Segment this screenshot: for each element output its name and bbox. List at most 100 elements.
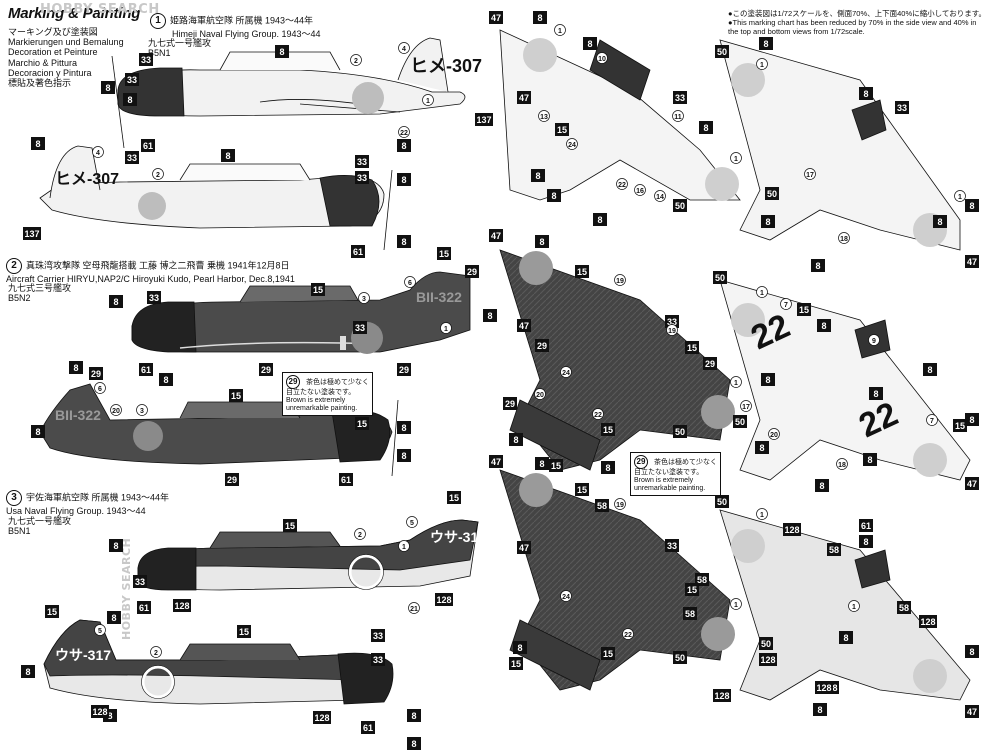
callout-number: 33 bbox=[373, 655, 383, 665]
callout-box bbox=[259, 363, 273, 376]
callout-number: 8 bbox=[35, 139, 40, 149]
callout-box bbox=[897, 601, 911, 614]
callout-number: 33 bbox=[141, 55, 151, 65]
callout-label-plan2_top-5: 33 bbox=[665, 315, 679, 328]
callout-number: 2 bbox=[354, 58, 358, 65]
callout-box bbox=[489, 455, 503, 468]
callout-number: 50 bbox=[717, 47, 727, 57]
translation-zh: 標貼及著色指示 bbox=[8, 78, 72, 89]
callout-circle bbox=[94, 624, 106, 636]
hinomaru-roundel bbox=[731, 63, 765, 97]
hinomaru-roundel bbox=[731, 303, 765, 337]
callout-box bbox=[229, 389, 243, 402]
callout-label-plan3_bot-4: 8 bbox=[859, 535, 873, 548]
callout-number: 4 bbox=[402, 46, 406, 53]
callout-number: 1 bbox=[426, 98, 430, 105]
callout-label-s1_bot-1: 4 bbox=[92, 146, 104, 158]
callout-label-plan2_bot-19: 8 bbox=[815, 479, 829, 492]
callout-number: 1 bbox=[734, 380, 738, 387]
callout-number: 20 bbox=[770, 432, 778, 439]
callout-label-plan3_top-13: 15 bbox=[601, 647, 615, 660]
callout-circle bbox=[622, 628, 634, 640]
callout-label-s2_bot-1: 6 bbox=[94, 382, 106, 394]
callout-box bbox=[311, 283, 325, 296]
callout-number: 33 bbox=[667, 317, 677, 327]
callout-circle bbox=[614, 498, 626, 510]
callout-label-s2_top-7: 8 bbox=[483, 309, 497, 322]
callout-box bbox=[109, 539, 123, 552]
callout-number: 8 bbox=[401, 141, 406, 151]
callout-number: 8 bbox=[551, 191, 556, 201]
callout-label-plan2_top-1: 8 bbox=[535, 235, 549, 248]
scheme-2-profile-right bbox=[39, 383, 399, 477]
callout-number: 33 bbox=[355, 323, 365, 333]
scheme-3-type: 九七式一号艦攻 B5N1 bbox=[8, 516, 71, 536]
callout-label-plan2_bot-13: 18 bbox=[836, 458, 848, 470]
callout-number: 21 bbox=[410, 606, 418, 613]
callout-number: 3 bbox=[362, 296, 366, 303]
tail-code-2-left: BII-322 bbox=[416, 289, 462, 305]
callout-number: 22 bbox=[400, 130, 408, 137]
callout-label-plan2_top-13: 20 bbox=[534, 388, 546, 400]
brown-note-number-2: 29 bbox=[634, 455, 648, 469]
callout-box bbox=[713, 271, 727, 284]
callout-label-plan3_top-16: 50 bbox=[673, 651, 687, 664]
callout-circle bbox=[406, 516, 418, 528]
callout-number: 8 bbox=[765, 217, 770, 227]
callout-circle bbox=[534, 388, 546, 400]
callout-label-plan3_top-7: 24 bbox=[560, 590, 572, 602]
callout-number: 15 bbox=[577, 485, 587, 495]
callout-number: 9 bbox=[872, 338, 876, 345]
callout-box bbox=[695, 573, 709, 586]
callout-number: 11 bbox=[674, 114, 682, 121]
callout-box bbox=[575, 483, 589, 496]
callout-number: 33 bbox=[135, 577, 145, 587]
callout-label-plan1_bot-5: 17 bbox=[804, 168, 816, 180]
scale-note: ●この塗装図は1/72スケールを、側面70%、上下面40%に縮小しております。 … bbox=[728, 9, 986, 36]
callout-number: 8 bbox=[487, 311, 492, 321]
callout-label-s2_top-6: 29 bbox=[465, 265, 479, 278]
callout-number: 58 bbox=[685, 609, 695, 619]
callout-circle bbox=[398, 126, 410, 138]
callout-label-plan1_top-11: 8 bbox=[699, 121, 713, 134]
tail-code-1-right: ヒメ-307 bbox=[55, 171, 119, 188]
scheme-2-profile-left bbox=[131, 271, 471, 353]
callout-box bbox=[125, 73, 139, 86]
callout-label-plan1_bot-0: 50 bbox=[715, 45, 729, 58]
callout-box bbox=[31, 137, 45, 150]
hinomaru-roundel bbox=[731, 529, 765, 563]
callout-number: 8 bbox=[819, 481, 824, 491]
callout-circle bbox=[92, 146, 104, 158]
callout-circle bbox=[868, 334, 880, 346]
callout-number: 128 bbox=[784, 525, 799, 535]
callout-number: 19 bbox=[668, 328, 676, 335]
hinomaru-roundel bbox=[519, 251, 553, 285]
callout-label-s2_bot-2: 20 bbox=[110, 404, 122, 416]
callout-box bbox=[699, 121, 713, 134]
callout-box bbox=[685, 341, 699, 354]
callout-box bbox=[513, 641, 527, 654]
scheme-3-jp: 宇佐海軍航空隊 所属機 1943～44年 bbox=[26, 492, 170, 503]
callout-box bbox=[483, 309, 497, 322]
brown-note-box-2: 29 茶色は極めて少なく 目立たない塗装です。 Brown is extreme… bbox=[630, 452, 721, 496]
callout-circle bbox=[756, 286, 768, 298]
brown-note-jp-1: 茶色は極めて少なく bbox=[305, 378, 369, 386]
translation-fr: Decoration et Peinture bbox=[8, 47, 98, 58]
callout-number: 8 bbox=[107, 711, 112, 721]
callout-circle bbox=[408, 602, 420, 614]
callout-number: 2 bbox=[154, 650, 158, 657]
callout-number: 8 bbox=[759, 443, 764, 453]
callout-number: 15 bbox=[313, 285, 323, 295]
callout-label-plan1_top-0: 47 bbox=[489, 11, 503, 24]
hinomaru-roundel bbox=[352, 82, 384, 114]
callout-box bbox=[815, 479, 829, 492]
callout-label-s2_bot-8: 8 bbox=[397, 421, 411, 434]
callout-box bbox=[517, 541, 531, 554]
scheme-3-profile-left bbox=[137, 519, 479, 591]
callout-number: 61 bbox=[139, 603, 149, 613]
callout-number: 8 bbox=[25, 667, 30, 677]
callout-label-s3_top-9: 21 bbox=[408, 602, 420, 614]
callout-number: 18 bbox=[840, 236, 848, 243]
callout-box bbox=[683, 607, 697, 620]
